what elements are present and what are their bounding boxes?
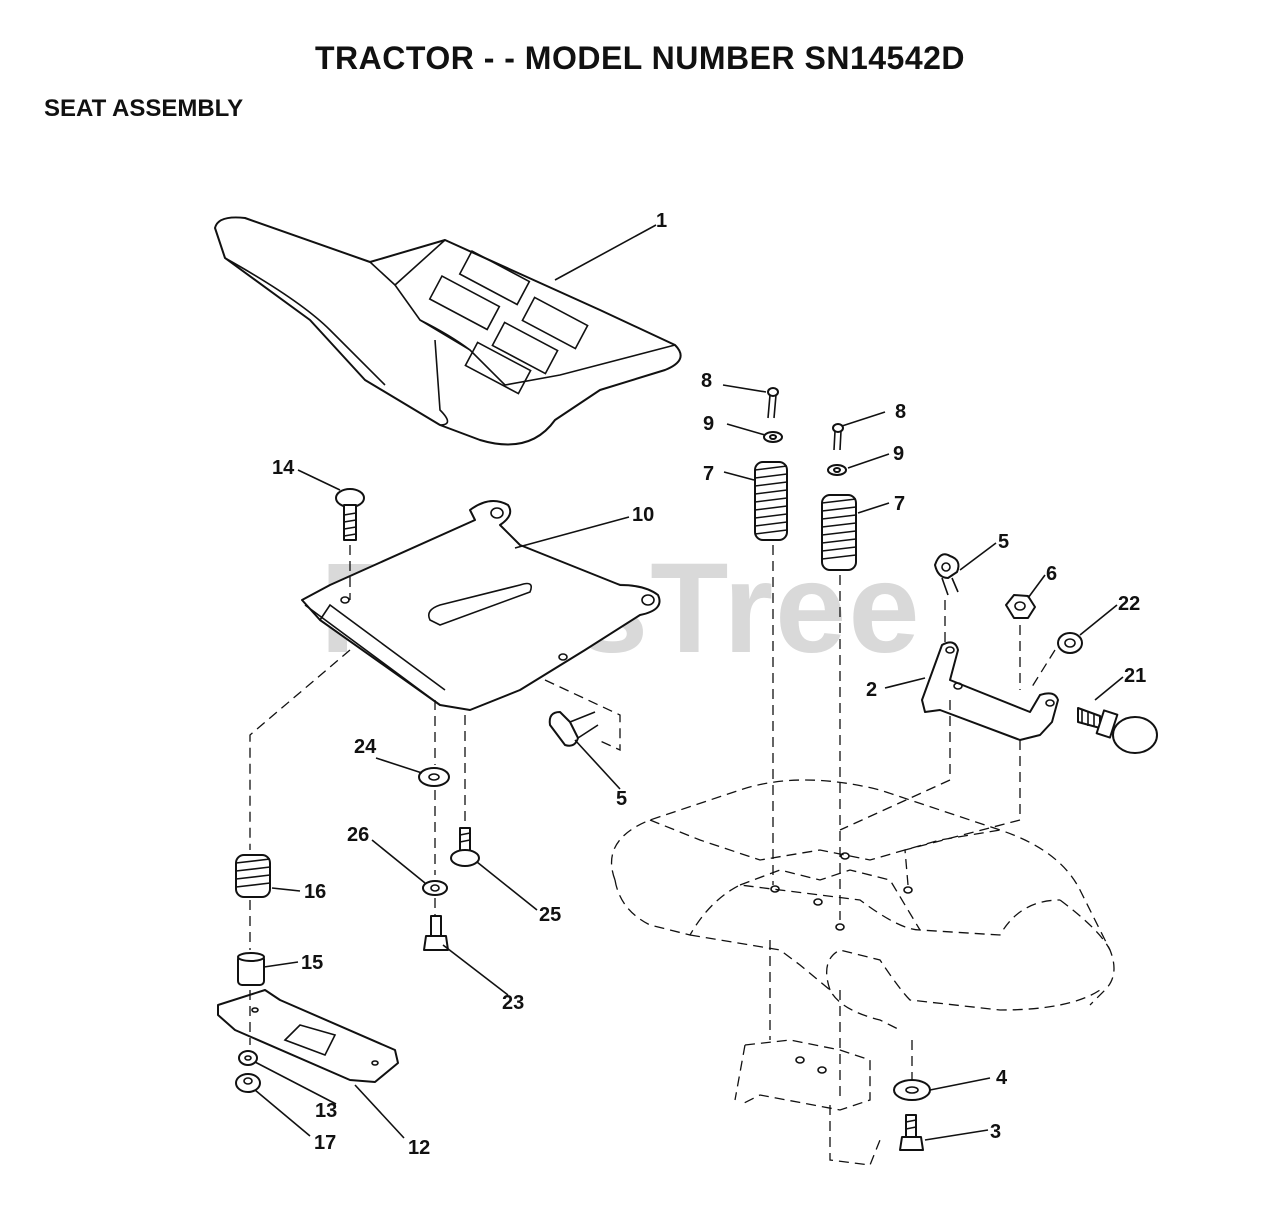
hex-bolt-23 [423,915,449,951]
hex-bolt-3 [899,1114,924,1151]
clevis-pin-left [767,387,779,419]
adjustment-knob [1077,707,1158,754]
nut-13 [238,1050,258,1066]
callout-8-right: 8 [895,401,906,423]
hex-nut [1005,594,1036,619]
washer-right-hole [833,467,841,473]
callout-21: 21 [1124,665,1146,687]
callout-7-left: 7 [703,463,714,485]
callout-2: 2 [866,679,877,701]
seat-bracket [921,641,1059,741]
seat-spring-right [821,494,857,571]
clevis-pin-right [832,423,844,451]
callout-22: 22 [1118,593,1140,615]
slide-plate [217,989,399,1083]
callout-17: 17 [314,1132,336,1154]
callout-24: 24 [354,736,377,758]
lock-washer-26 [422,880,448,896]
fender-body-outline [610,779,1115,1166]
callout-4: 4 [996,1067,1008,1089]
flat-washer-24 [418,767,450,787]
callout-3: 3 [990,1121,1001,1143]
compression-spring [235,854,271,898]
seat-spring-left [754,461,788,541]
flat-washer-4 [893,1079,931,1101]
callout-10: 10 [632,504,654,526]
callout-23: 23 [502,992,524,1014]
callout-7-right: 7 [894,493,905,515]
page-title: TRACTOR - - MODEL NUMBER SN14542D [314,40,966,76]
callout-25: 25 [539,904,561,926]
callout-8-left: 8 [701,370,712,392]
callout-16: 16 [304,881,326,903]
assembly-centerlines [249,545,1056,1080]
spacer [237,952,265,986]
callout-leaders [254,224,1124,1141]
callout-12: 12 [408,1137,430,1159]
callout-5-lower: 5 [616,788,627,810]
lock-nut [1057,632,1083,654]
callout-5-upper: 5 [998,531,1009,553]
flange-nut-17 [235,1073,261,1093]
washer-left-hole [769,434,777,440]
carriage-bolt [335,488,365,541]
callout-14: 14 [272,457,295,479]
callout-6: 6 [1046,563,1057,585]
callout-labels: 1 2 3 4 5 5 6 7 7 8 8 9 9 10 12 13 14 15… [272,210,1146,1159]
callout-1: 1 [656,210,667,232]
callout-26: 26 [347,824,369,846]
seat-pan [301,500,661,711]
callout-13: 13 [315,1100,337,1122]
spring-clip-upper [934,553,960,596]
callout-9-left: 9 [703,413,714,435]
spring-clip-lower [548,711,599,747]
seat [214,216,682,446]
section-title: SEAT ASSEMBLY [44,95,244,122]
callout-15: 15 [301,952,323,974]
callout-9-right: 9 [893,443,904,465]
shoulder-bolt-25 [450,827,480,867]
